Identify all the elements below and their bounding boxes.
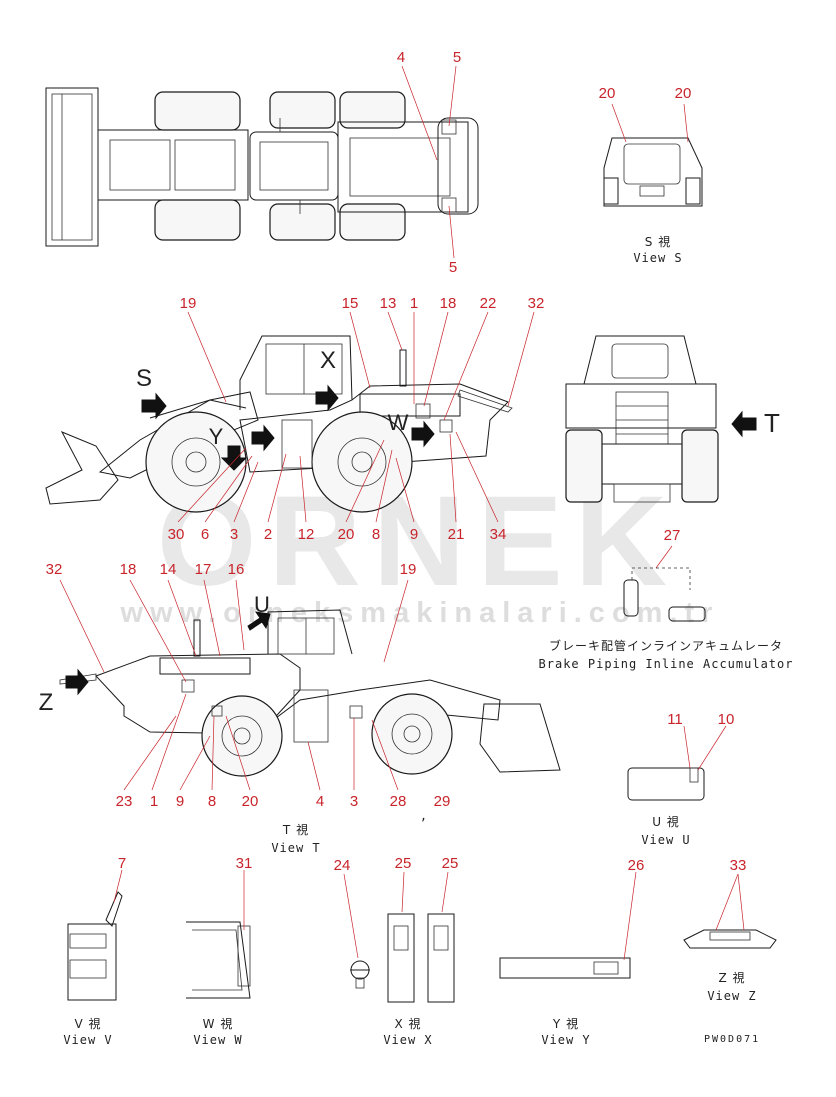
accumulator-caption: Brake Piping Inline Accumulator: [539, 657, 794, 671]
drawing-code: PW0D071: [704, 1034, 760, 1045]
view-s-drawing: [603, 103, 703, 207]
view-arrow-y-label: Y: [209, 424, 224, 449]
callout-view-s-20b: 20: [675, 85, 692, 102]
callout-right-32: 32: [46, 561, 63, 578]
callout-top-plan-4: 4: [397, 49, 405, 66]
view-v-drawing: [67, 869, 123, 1001]
callout-right-29: 29: [434, 793, 451, 810]
view-x-caption: View X: [383, 1033, 432, 1047]
view-w-drawing: [186, 870, 251, 999]
view-x-drawing: [387, 871, 455, 1003]
view-z-jp-caption: Z 視: [718, 970, 745, 985]
view-arrow-z-label: Z: [39, 689, 54, 716]
view-v-jp-caption: V 視: [74, 1016, 101, 1031]
part-24-drawing: [343, 873, 370, 989]
right-side-view: [59, 579, 561, 791]
callout-left-32: 32: [528, 295, 545, 312]
callout-top-plan-5a: 5: [453, 49, 461, 66]
view-arrow-w-label: W: [388, 410, 409, 435]
callout-detail-7: 7: [118, 855, 126, 872]
view-u-drawing: [627, 725, 727, 801]
callout-right-8: 8: [208, 793, 216, 810]
left-side-view: [45, 311, 535, 523]
callout-detail-33: 33: [730, 857, 747, 874]
callout-right-28: 28: [390, 793, 407, 810]
callout-left-30: 30: [168, 526, 185, 543]
callout-detail-24: 24: [334, 857, 351, 874]
accumulator-jp-caption: ブレーキ配管インラインアキュムレータ: [549, 638, 783, 653]
view-t-jp-caption: T 視: [282, 822, 309, 837]
callout-detail-25a: 25: [395, 855, 412, 872]
callout-right-4: 4: [316, 793, 324, 810]
callout-detail-25b: 25: [442, 855, 459, 872]
callout-left-18: 18: [440, 295, 457, 312]
callout-right-23: 23: [116, 793, 133, 810]
callout-right-9: 9: [176, 793, 184, 810]
view-arrow-t-label: T: [764, 408, 780, 438]
callout-right-16: 16: [228, 561, 245, 578]
view-t-caption: View T: [271, 841, 320, 855]
callout-left-1: 1: [410, 295, 418, 312]
callout-right-3: 3: [350, 793, 358, 810]
view-arrow-s-label: S: [136, 365, 152, 392]
view-y-caption: View Y: [541, 1033, 590, 1047]
callout-left-6: 6: [201, 526, 209, 543]
view-y-jp-caption: Y 視: [552, 1016, 579, 1031]
view-s-caption: View S: [633, 251, 682, 265]
view-v-caption: View V: [63, 1033, 112, 1047]
callout-detail-26: 26: [628, 857, 645, 874]
view-arrow-u-label: U: [254, 592, 270, 617]
rear-view-drawing: [565, 335, 757, 503]
view-z-caption: View Z: [707, 989, 756, 1003]
watermark-url: www.orneksmakinalari.com.tr: [120, 597, 720, 629]
callout-view-s-20a: 20: [599, 85, 616, 102]
accumulator-drawing: [623, 545, 706, 622]
callout-detail-31: 31: [236, 855, 253, 872]
callout-view-u-10: 10: [718, 711, 735, 728]
top-plan-view: [45, 65, 479, 259]
callout-accumulator-27: 27: [664, 527, 681, 544]
callout-left-19: 19: [180, 295, 197, 312]
callout-right-14: 14: [160, 561, 177, 578]
view-u-jp-caption: U 視: [652, 814, 680, 829]
callout-left-22: 22: [480, 295, 497, 312]
view-arrow-x-label: X: [320, 347, 336, 374]
view-z-drawing: [683, 873, 777, 949]
callout-right-1: 1: [150, 793, 158, 810]
callout-right-18: 18: [120, 561, 137, 578]
view-x-jp-caption: X 視: [394, 1016, 421, 1031]
callout-left-15: 15: [342, 295, 359, 312]
view-w-caption: View W: [193, 1033, 242, 1047]
view-w-jp-caption: W 視: [203, 1016, 234, 1031]
callout-view-u-11: 11: [667, 711, 683, 728]
callout-right-17: 17: [195, 561, 212, 578]
callout-left-12: 12: [298, 526, 315, 543]
stray-comma: ,: [420, 809, 428, 823]
callout-right-20: 20: [242, 793, 259, 810]
callout-left-3: 3: [230, 526, 238, 543]
callout-right-19: 19: [400, 561, 417, 578]
callout-left-20: 20: [338, 526, 355, 543]
callout-left-21: 21: [448, 526, 465, 543]
callout-left-34: 34: [490, 526, 507, 543]
view-u-caption: View U: [641, 833, 690, 847]
view-y-drawing: [499, 871, 637, 979]
callout-left-2: 2: [264, 526, 272, 543]
callout-left-8: 8: [372, 526, 380, 543]
view-s-jp-caption: S 視: [645, 234, 671, 249]
callout-left-13: 13: [380, 295, 397, 312]
callout-top-plan-5b: 5: [449, 259, 457, 276]
callout-left-9: 9: [410, 526, 418, 543]
